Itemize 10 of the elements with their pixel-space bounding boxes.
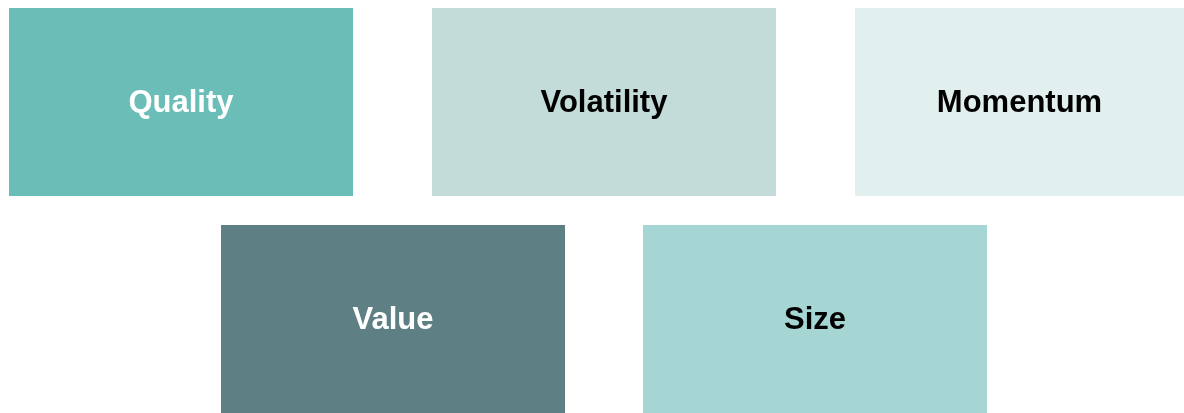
category-label: Size [784, 301, 846, 337]
category-label: Volatility [540, 84, 668, 120]
category-box [643, 225, 987, 413]
category-label: Value [352, 301, 434, 337]
category-box [432, 8, 776, 196]
category-box [855, 8, 1184, 196]
category-label: Momentum [936, 84, 1103, 120]
category-box [9, 8, 353, 196]
category-box [221, 225, 565, 413]
category-label: Quality [128, 84, 234, 120]
